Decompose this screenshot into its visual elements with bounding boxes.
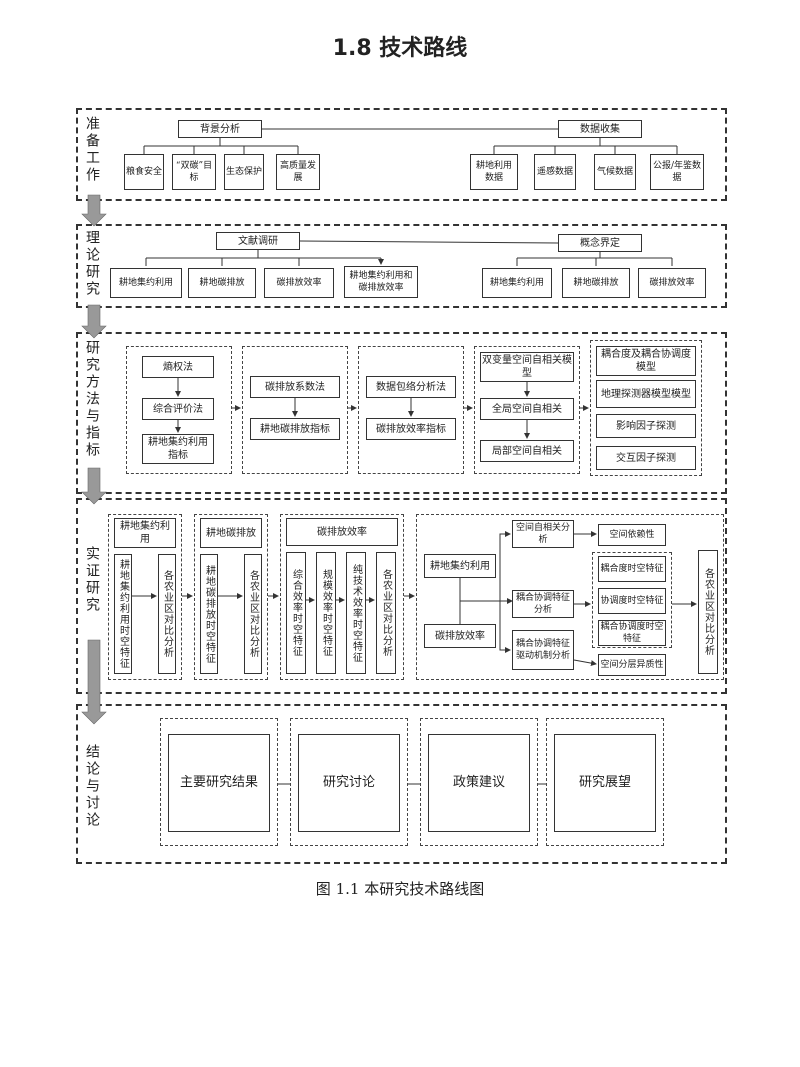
geodetector-box: 地理探测器模型模型 bbox=[596, 380, 696, 408]
carbon-coef-box: 碳排放系数法 bbox=[250, 376, 340, 398]
panel-4-input-efficiency: 碳排放效率 bbox=[424, 624, 496, 648]
panel-3-col: 综合效率时空特征 bbox=[286, 552, 306, 674]
method-group-5 bbox=[590, 340, 702, 476]
empirical-panel-4 bbox=[416, 514, 724, 680]
data-item: 遥感数据 bbox=[534, 154, 576, 190]
spatial-heterogeneity: 空间分层异质性 bbox=[598, 654, 666, 676]
data-item: 耕地利用数据 bbox=[470, 154, 518, 190]
conclusion-frame-4 bbox=[546, 718, 664, 846]
outlook-box: 研究展望 bbox=[554, 734, 656, 832]
section-empirical-label: 实证研究 bbox=[84, 546, 100, 614]
method-group-2 bbox=[242, 346, 348, 474]
method-group-3 bbox=[358, 346, 464, 474]
coupling-degree-feature: 耦合度时空特征 bbox=[598, 556, 666, 582]
coupling-feature-analysis: 耦合协调特征分析 bbox=[512, 590, 574, 618]
concept-box: 概念界定 bbox=[558, 234, 642, 252]
main-results-box: 主要研究结果 bbox=[168, 734, 270, 832]
panel-2-title: 耕地碳排放 bbox=[200, 518, 262, 548]
page-title: 1.8 技术路线 bbox=[332, 36, 468, 61]
panel-3-col: 纯技术效率时空特征 bbox=[346, 552, 366, 674]
bg-item: 高质量发展 bbox=[276, 154, 320, 190]
comprehensive-eval-box: 综合评价法 bbox=[142, 398, 214, 420]
panel-2-col: 各农业区对比分析 bbox=[244, 554, 262, 674]
entropy-box: 熵权法 bbox=[142, 356, 214, 378]
lit-item: 耕地集约利用 bbox=[110, 268, 182, 298]
section-prep-label: 准备工作 bbox=[84, 116, 100, 184]
panel-1-title: 耕地集约利用 bbox=[114, 518, 176, 548]
section-conclusion bbox=[76, 704, 727, 864]
factor-detect-box: 影响因子探测 bbox=[596, 414, 696, 438]
section-prep bbox=[76, 108, 727, 201]
panel-3-col: 规模效率时空特征 bbox=[316, 552, 336, 674]
dea-box: 数据包络分析法 bbox=[366, 376, 456, 398]
panel-1-col: 各农业区对比分析 bbox=[158, 554, 176, 674]
local-autocorr-box: 局部空间自相关 bbox=[480, 440, 574, 462]
global-autocorr-box: 全局空间自相关 bbox=[480, 398, 574, 420]
policy-box: 政策建议 bbox=[428, 734, 530, 832]
figure-caption: 图 1.1 本研究技术路线图 bbox=[315, 880, 485, 898]
panel-3-title: 碳排放效率 bbox=[286, 518, 398, 546]
panel-4-input-intensive: 耕地集约利用 bbox=[424, 554, 496, 578]
carbon-index-box: 耕地碳排放指标 bbox=[250, 418, 340, 440]
data-item: 气候数据 bbox=[594, 154, 636, 190]
coupling-coordination-feature: 耦合协调度时空特征 bbox=[598, 620, 666, 646]
interaction-detect-box: 交互因子探测 bbox=[596, 446, 696, 470]
coupling-model-box: 耦合度及耦合协调度模型 bbox=[596, 346, 696, 376]
bg-item: 生态保护 bbox=[224, 154, 264, 190]
coordination-degree-feature: 协调度时空特征 bbox=[598, 588, 666, 614]
section-theory-label: 理论研究 bbox=[84, 230, 100, 298]
data-item: 公报/年鉴数据 bbox=[650, 154, 704, 190]
background-analysis-box: 背景分析 bbox=[178, 120, 262, 138]
lit-item: 耕地集约利用和碳排放效率 bbox=[344, 266, 418, 298]
empirical-panel-2 bbox=[194, 514, 268, 680]
method-group-4 bbox=[474, 346, 580, 474]
spatial-autocorr-analysis: 空间自相关分析 bbox=[512, 520, 574, 548]
coupling-driver-analysis: 耦合协调特征驱动机制分析 bbox=[512, 630, 574, 670]
conclusion-frame-1 bbox=[160, 718, 278, 846]
lit-item: 耕地碳排放 bbox=[188, 268, 256, 298]
empirical-panel-3 bbox=[280, 514, 404, 680]
method-group-1 bbox=[126, 346, 232, 474]
section-methods-label: 研究方法与指标 bbox=[84, 340, 100, 459]
intensive-index-box: 耕地集约利用指标 bbox=[142, 434, 214, 464]
bg-item: “双碳”目标 bbox=[172, 154, 216, 190]
data-collect-box: 数据收集 bbox=[558, 120, 642, 138]
concept-item: 耕地碳排放 bbox=[562, 268, 630, 298]
conclusion-frame-3 bbox=[420, 718, 538, 846]
efficiency-index-box: 碳排放效率指标 bbox=[366, 418, 456, 440]
panel-2-col: 耕地碳排放时空特征 bbox=[200, 554, 218, 674]
section-theory bbox=[76, 224, 727, 308]
bg-item: 粮食安全 bbox=[124, 154, 164, 190]
coupling-features-group bbox=[592, 552, 672, 648]
bivariate-model-box: 双变量空间自相关模型 bbox=[480, 352, 574, 382]
panel-3-col: 各农业区对比分析 bbox=[376, 552, 396, 674]
panel-1-col: 耕地集约利用时空特征 bbox=[114, 554, 132, 674]
section-empirical bbox=[76, 498, 727, 694]
concept-item: 碳排放效率 bbox=[638, 268, 706, 298]
literature-box: 文献调研 bbox=[216, 232, 300, 250]
panel-4-end: 各农业区对比分析 bbox=[698, 550, 718, 674]
spatial-dependence: 空间依赖性 bbox=[598, 524, 666, 546]
empirical-panel-1 bbox=[108, 514, 182, 680]
conclusion-frame-2 bbox=[290, 718, 408, 846]
concept-item: 耕地集约利用 bbox=[482, 268, 552, 298]
discussion-box: 研究讨论 bbox=[298, 734, 400, 832]
section-conclusion-label: 结论与讨论 bbox=[84, 744, 100, 829]
section-methods bbox=[76, 332, 727, 494]
lit-item: 碳排放效率 bbox=[264, 268, 334, 298]
